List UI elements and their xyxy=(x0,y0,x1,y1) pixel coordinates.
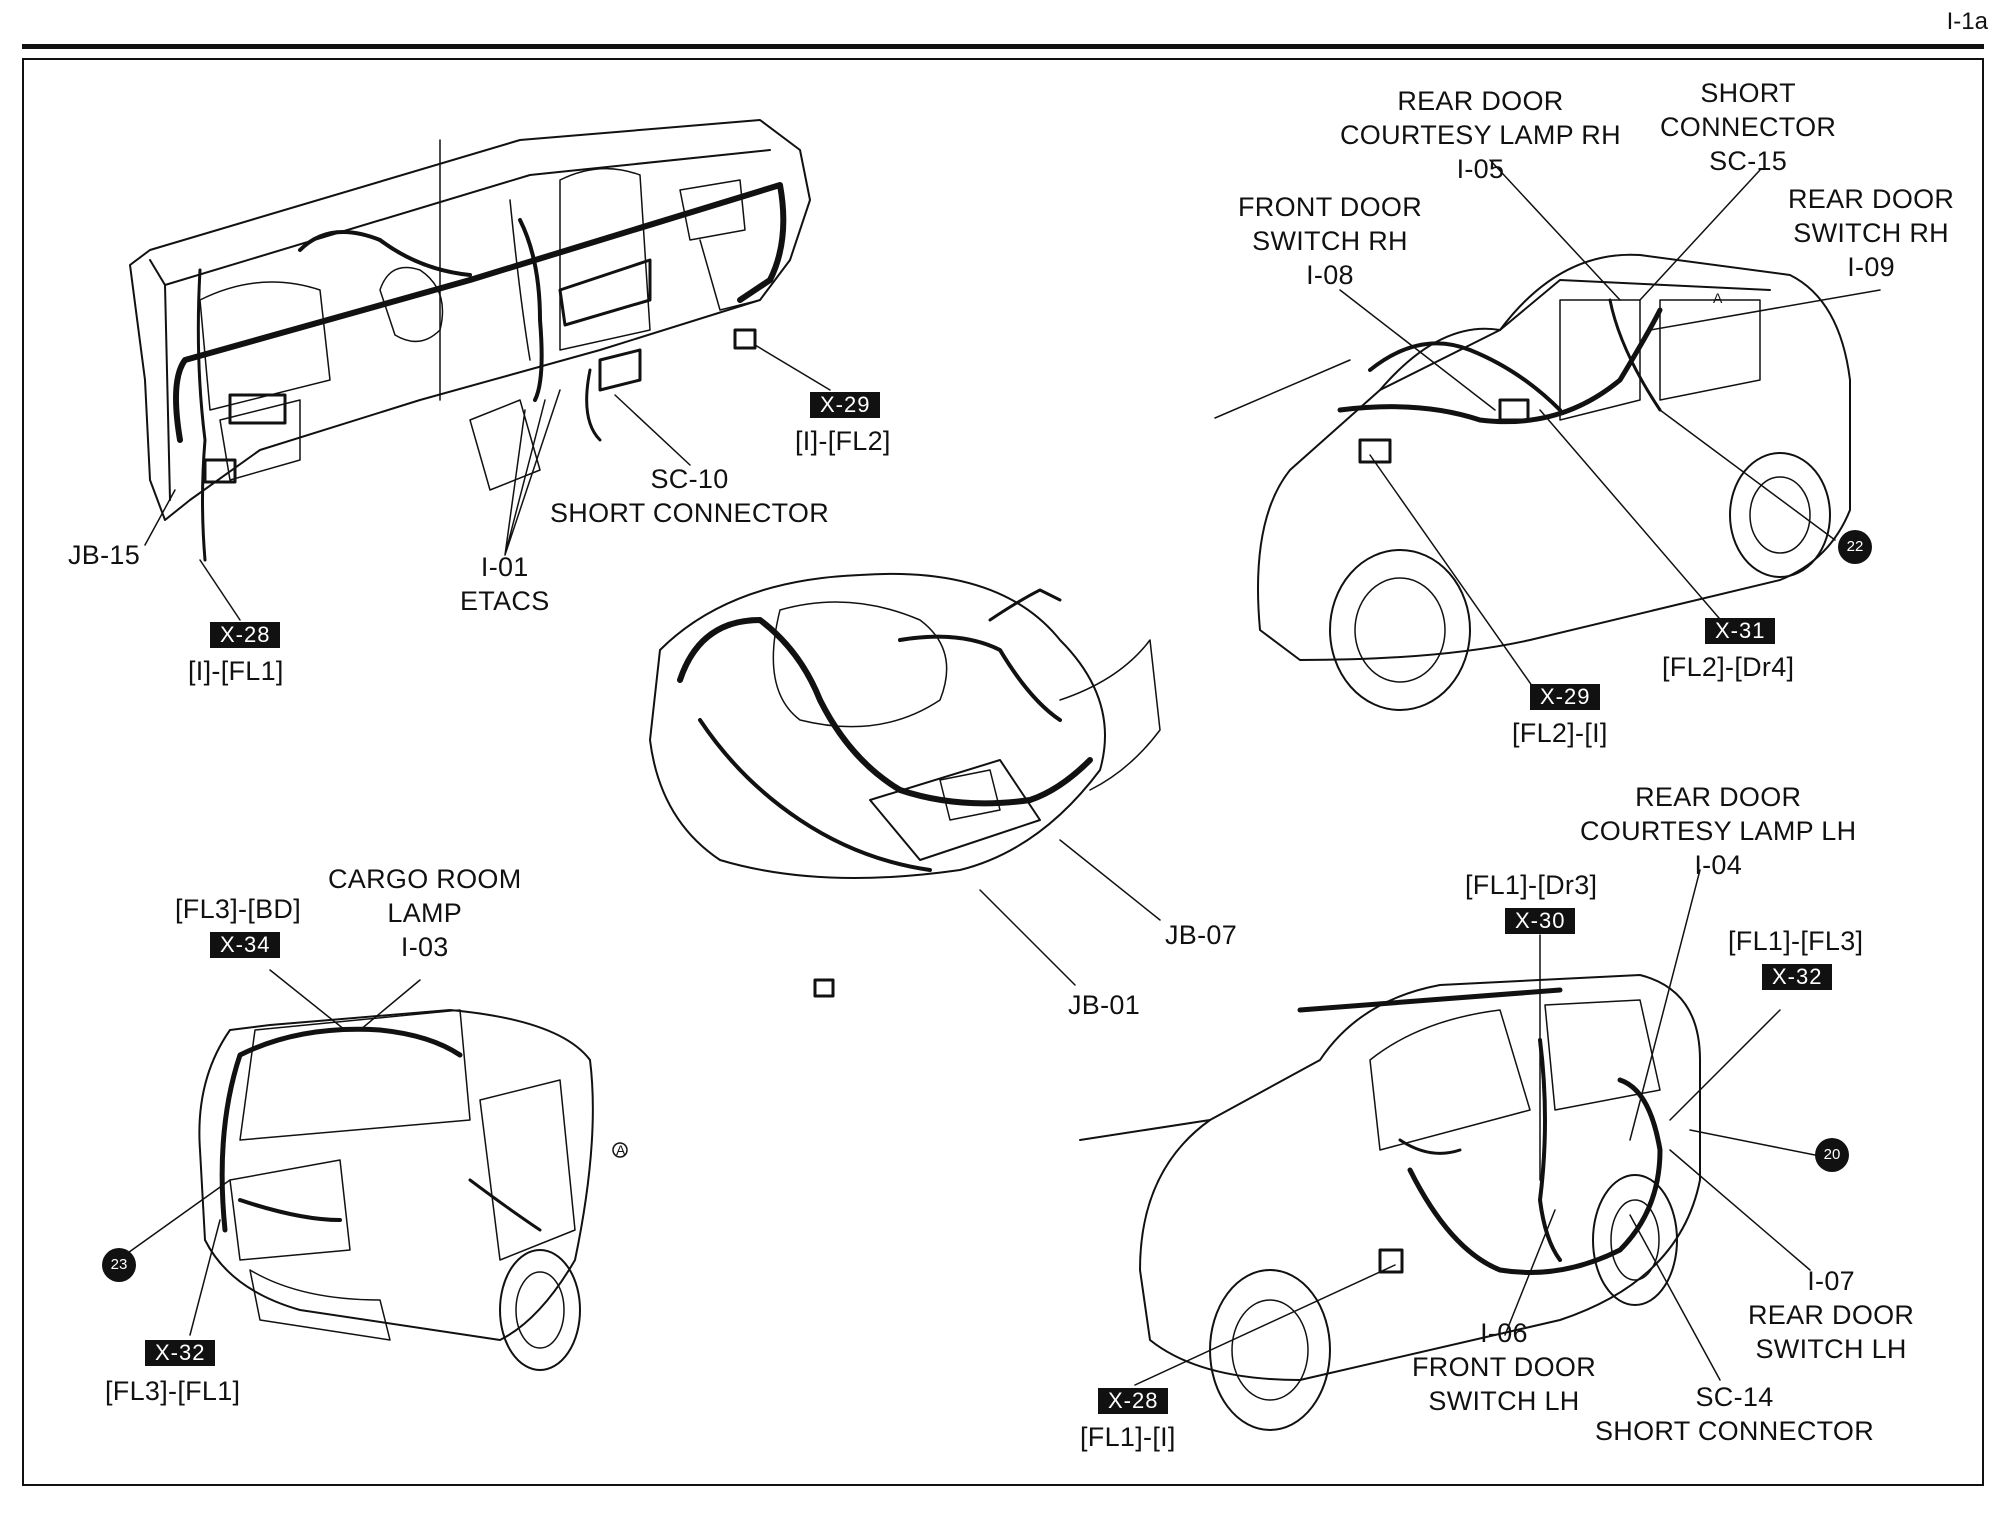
label-sc10: SC-10 SHORT CONNECTOR xyxy=(550,464,830,528)
label-jb07: JB-07 xyxy=(1165,920,1238,950)
label-x32-left-conn: [FL3]-[FL1] xyxy=(105,1376,241,1406)
mark-a-left: A xyxy=(616,1142,626,1158)
label-rear-door-courtesy-rh: REAR DOOR COURTESY LAMP RH I-05 xyxy=(1340,86,1621,184)
label-x30-conn: [FL1]-[Dr3] xyxy=(1465,870,1598,900)
label-front-door-switch-lh: I-06 FRONT DOOR SWITCH LH xyxy=(1412,1318,1596,1416)
circle-20: 20 xyxy=(1815,1138,1849,1172)
tag-x32-right: X-32 xyxy=(1762,964,1833,990)
header-rule xyxy=(22,44,1984,49)
label-sc14: SC-14 SHORT CONNECTOR xyxy=(1595,1382,1875,1446)
dashboard-drawing xyxy=(129,119,831,621)
label-jb01: JB-01 xyxy=(1068,990,1141,1020)
label-x28-bottom-conn: [FL1]-[I] xyxy=(1080,1422,1176,1452)
tag-x34: X-34 xyxy=(210,932,281,958)
label-rear-door-courtesy-lh: REAR DOOR COURTESY LAMP LH I-04 xyxy=(1580,782,1857,880)
tag-x28-bottom: X-28 xyxy=(1098,1388,1169,1414)
tag-x29-right: X-29 xyxy=(1530,684,1601,710)
diagram-frame xyxy=(22,58,1984,1486)
label-x29-top-conn: [I]-[FL2] xyxy=(795,426,891,456)
tag-x29-top: X-29 xyxy=(810,392,881,418)
engine-bay-drawing xyxy=(649,572,1161,998)
label-short-connector-sc15: SHORT CONNECTOR SC-15 xyxy=(1660,78,1837,176)
label-rear-door-switch-rh: REAR DOOR SWITCH RH I-09 xyxy=(1788,184,1955,282)
label-x34-conn: [FL3]-[BD] xyxy=(175,894,302,924)
label-x31-conn: [FL2]-[Dr4] xyxy=(1662,652,1795,682)
label-jb15: JB-15 xyxy=(68,540,141,570)
label-x29-right-conn: [FL2]-[I] xyxy=(1512,718,1608,748)
tag-x28-top: X-28 xyxy=(210,622,281,648)
label-front-door-switch-rh: FRONT DOOR SWITCH RH I-08 xyxy=(1238,192,1422,290)
circle-22: 22 xyxy=(1838,530,1872,564)
label-cargo-room-lamp: CARGO ROOM LAMP I-03 xyxy=(328,864,522,962)
label-x28-top-conn: [I]-[FL1] xyxy=(188,656,284,686)
page-id: I-1a xyxy=(1946,8,1988,35)
suv-right-side-drawing xyxy=(1214,159,1881,711)
tag-x32-left: X-32 xyxy=(145,1340,216,1366)
mark-a-top: A xyxy=(1713,290,1723,306)
label-x32-right-conn: [FL1]-[FL3] xyxy=(1728,926,1864,956)
circle-23: 23 xyxy=(102,1248,136,1282)
tag-x31: X-31 xyxy=(1705,618,1776,644)
tag-x30: X-30 xyxy=(1505,908,1576,934)
suv-left-side-drawing xyxy=(1079,869,1816,1431)
label-rear-door-switch-lh: I-07 REAR DOOR SWITCH LH xyxy=(1748,1266,1915,1364)
label-i01-etacs: I-01 ETACS xyxy=(460,552,550,616)
suv-rear-drawing xyxy=(124,969,628,1371)
